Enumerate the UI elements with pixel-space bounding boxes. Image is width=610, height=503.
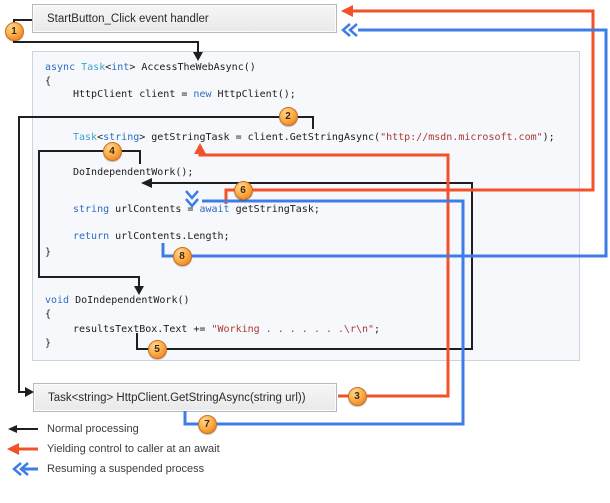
legend-label-yielding: Yielding control to caller at an await	[47, 443, 220, 455]
step-badge-3: 3	[347, 386, 367, 406]
legend-label-normal: Normal processing	[47, 423, 139, 435]
left-arrowhead-icon	[341, 5, 353, 17]
step-badge-7: 7	[197, 414, 217, 434]
code-line: resultsTextBox.Text += "Working . . . . …	[73, 324, 381, 335]
code-line: return urlContents.Length;	[73, 231, 230, 242]
step-badge-5: 5	[147, 339, 167, 359]
step-badge-8: 8	[172, 246, 192, 266]
getstringasync-box: Task<string> HttpClient.GetStringAsync(s…	[33, 383, 337, 412]
code-line: Task<string> getStringTask = client.GetS…	[73, 132, 555, 143]
legend-orange-arrow-icon	[7, 443, 38, 455]
code-line: DoIndependentWork();	[73, 167, 194, 178]
code-line: void DoIndependentWork()	[45, 295, 190, 306]
legend-blue-arrow-icon	[12, 462, 38, 476]
legend-black-arrow-icon	[8, 425, 38, 433]
code-line: }	[45, 338, 52, 349]
step-badge-4: 4	[102, 141, 122, 161]
start-handler-box: StartButton_Click event handler	[32, 4, 337, 33]
code-line: HttpClient client = new HttpClient();	[73, 89, 296, 100]
step-badge-1: 1	[4, 21, 24, 41]
start-handler-label: StartButton_Click event handler	[47, 12, 209, 25]
step-badge-2: 2	[278, 106, 298, 126]
code-line: async Task<int> AccessTheWebAsync()	[45, 62, 256, 73]
left-chevron-icon	[341, 23, 351, 37]
code-line: {	[45, 309, 52, 320]
step-badge-6: 6	[233, 180, 253, 200]
left-chevron-icon	[348, 23, 358, 37]
getstringasync-label: Task<string> HttpClient.GetStringAsync(s…	[48, 391, 306, 404]
code-line: }	[45, 247, 52, 258]
code-line: {	[45, 76, 52, 87]
code-line: string urlContents = await getStringTask…	[73, 204, 320, 215]
legend-label-resuming: Resuming a suspended process	[47, 463, 205, 475]
